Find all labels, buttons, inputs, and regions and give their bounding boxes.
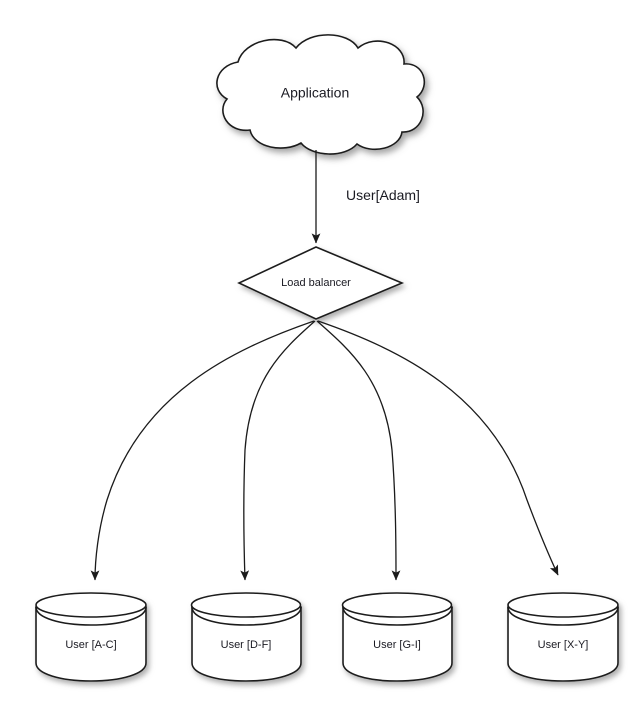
database-1-label: User [A-C] [65, 639, 116, 651]
node-application-cloud[interactable]: Application [216, 34, 426, 155]
node-database-1[interactable]: User [A-C] [35, 592, 147, 682]
edge-lb-to-db-2 [240, 320, 316, 581]
edges-load-balancer-to-databases [90, 320, 559, 581]
edge-lb-to-db-1 [90, 320, 315, 581]
database-2-label: User [D-F] [221, 639, 272, 651]
edge-lb-to-db-3 [316, 320, 401, 581]
node-database-3[interactable]: User [G-I] [341, 592, 453, 682]
database-3-label: User [G-I] [373, 639, 421, 651]
load-balancer-label: Load balancer [281, 277, 351, 289]
edge-application-to-load-balancer: User[Adam] [311, 150, 420, 244]
node-load-balancer-diamond[interactable]: Load balancer [237, 246, 405, 320]
edge-label-user-adam: User[Adam] [346, 187, 420, 203]
edge-lb-to-db-4 [317, 320, 559, 576]
node-database-4[interactable]: User [X-Y] [507, 592, 619, 682]
node-database-2[interactable]: User [D-F] [190, 592, 302, 682]
application-cloud-label: Application [281, 85, 350, 101]
database-4-label: User [X-Y] [538, 639, 589, 651]
